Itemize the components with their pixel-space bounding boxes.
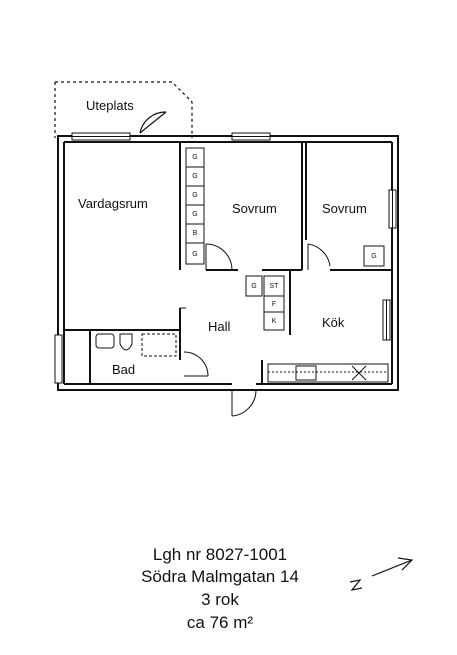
closet-column [185, 147, 205, 265]
hall-cabinets [245, 275, 285, 331]
room-label-sovrum-1: Sovrum [232, 201, 277, 216]
address: Södra Malmgatan 14 [141, 567, 299, 586]
uteplats-door [139, 111, 167, 134]
closet-mark: G [192, 211, 198, 218]
rooms-count: 3 rok [201, 590, 239, 609]
hall-cabinet-st: ST [269, 283, 279, 290]
area: ca 76 m² [186, 613, 254, 632]
outer-walls [57, 135, 399, 391]
bathroom-fixtures [95, 333, 177, 357]
sovrum-2-closet-mark: G [371, 253, 377, 260]
room-label-kok: Kök [322, 315, 345, 330]
hall-cabinet-k: K [271, 318, 277, 325]
room-label-sovrum-2: Sovrum [322, 201, 367, 216]
hall-cabinet-f: F [271, 301, 277, 308]
windows [54, 132, 397, 384]
closet-mark: G [192, 192, 198, 199]
closet-mark: G [192, 154, 198, 161]
north-arrow-icon [349, 557, 414, 591]
uteplats-outline [54, 81, 193, 138]
sovrum-2-closet [363, 245, 385, 267]
closet-mark: G [192, 251, 198, 258]
room-label-vardagsrum: Vardagsrum [78, 196, 148, 211]
room-label-uteplats: Uteplats [86, 98, 134, 113]
hall-cabinet-g: G [251, 283, 257, 290]
room-label-bad: Bad [112, 362, 136, 377]
kitchen-counter [267, 363, 389, 383]
room-label-hall: Hall [208, 319, 231, 334]
doors [180, 243, 331, 417]
interior-walls [64, 142, 392, 384]
closet-mark: B [192, 230, 198, 237]
apartment-number: Lgh nr 8027-1001 [152, 545, 288, 564]
closet-mark: G [192, 173, 198, 180]
